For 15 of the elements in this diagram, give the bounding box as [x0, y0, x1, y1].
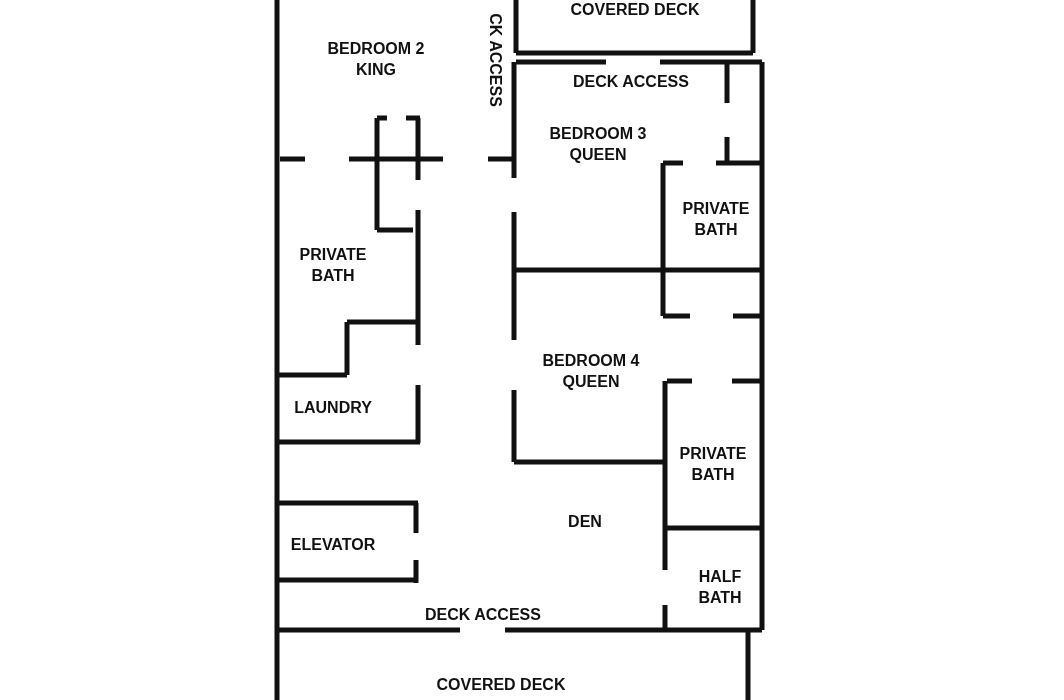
room-label: PRIVATE BATH	[678, 444, 748, 485]
room-label: HALF BATH	[697, 567, 743, 608]
room-label: DECK ACCESS	[424, 604, 542, 625]
room-label: CK ACCESS	[485, 13, 505, 107]
room-label: COVERED DECK	[569, 0, 701, 20]
room-label: COVERED DECK	[435, 674, 567, 695]
room-label: BEDROOM 3 QUEEN	[548, 124, 648, 165]
room-label: PRIVATE BATH	[298, 245, 368, 286]
room-label: DECK ACCESS	[572, 71, 690, 92]
room-label: LAUNDRY	[293, 397, 373, 418]
room-label: BEDROOM 2 KING	[326, 39, 426, 80]
room-label: DEN	[567, 511, 603, 532]
room-label: BEDROOM 4 QUEEN	[541, 351, 641, 392]
room-label: PRIVATE BATH	[681, 199, 751, 240]
room-label: ELEVATOR	[289, 534, 377, 555]
